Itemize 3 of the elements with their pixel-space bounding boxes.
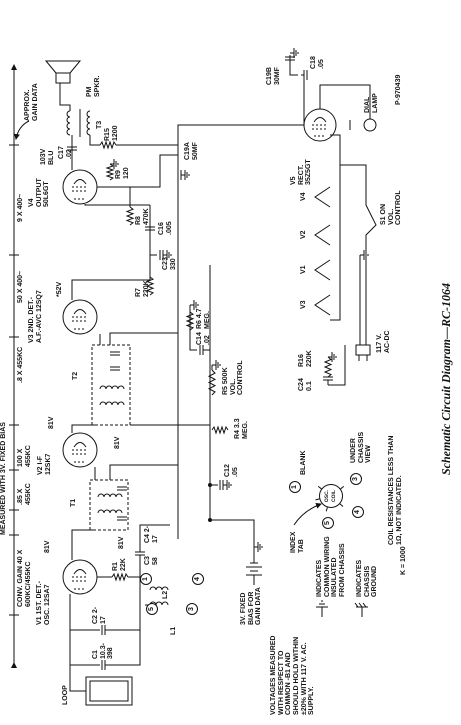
leader-line xyxy=(14,120,30,140)
leader-line xyxy=(294,503,322,526)
diagram-title: Schematic Circuit Diagram—RC-1064 xyxy=(440,282,454,475)
